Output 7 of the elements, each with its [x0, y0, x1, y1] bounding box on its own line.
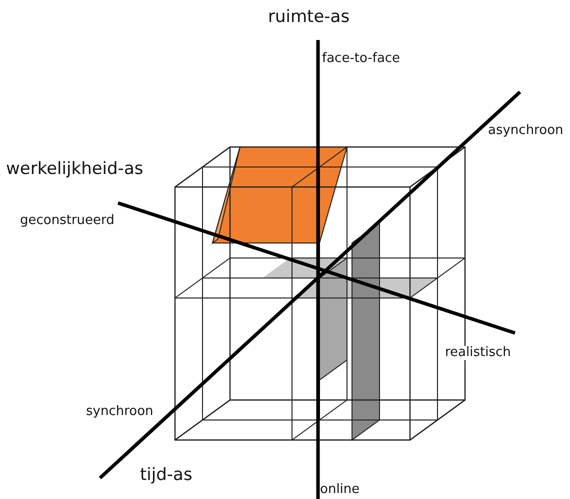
- axis-end-label: synchroon: [86, 405, 154, 420]
- axis-end-label: geconstrueerd: [20, 214, 114, 228]
- axis-title: werkelijkheid-as: [6, 160, 144, 179]
- axis-end-label: realistisch: [445, 346, 511, 360]
- axis-title: ruimte-as: [268, 8, 350, 27]
- axis-title: tijd-as: [140, 466, 192, 485]
- axis-end-label: asynchroon: [488, 124, 564, 138]
